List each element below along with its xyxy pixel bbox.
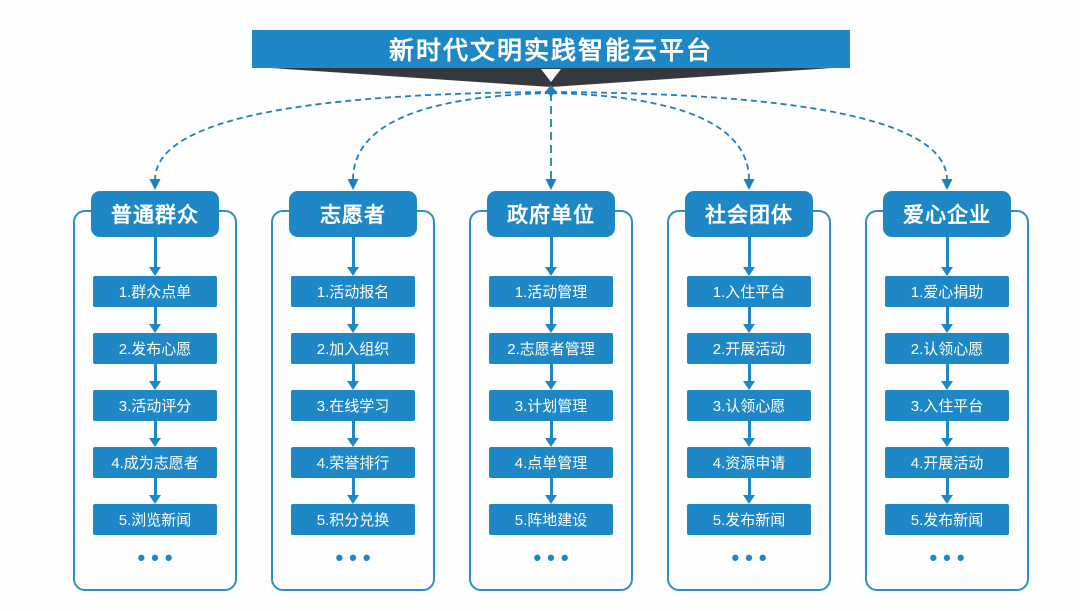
flow-step: 5.阵地建设 — [489, 504, 613, 535]
flow-step: 1.入住平台 — [687, 276, 811, 307]
column-caring-enterprises: 爱心企业 1.爱心捐助 2.认领心愿 3.入住平台 4.开展活动 5.发布新闻 … — [865, 191, 1029, 591]
down-arrow-icon — [347, 237, 359, 276]
arrowhead-icon — [149, 179, 161, 190]
ellipsis: ••• — [731, 545, 773, 570]
connector-dashed-arrow — [154, 91, 552, 181]
down-arrow-icon — [743, 478, 755, 504]
column-volunteers: 志愿者 1.活动报名 2.加入组织 3.在线学习 4.荣誉排行 5.积分兑换 •… — [271, 191, 435, 591]
column-ordinary-people: 普通群众 1.群众点单 2.发布心愿 3.活动评分 4.成为志愿者 5.浏览新闻… — [73, 191, 237, 591]
down-arrow-icon — [347, 478, 359, 504]
connector-dashed-arrow — [550, 91, 948, 181]
column-government-units: 政府单位 1.活动管理 2.志愿者管理 3.计划管理 4.点单管理 5.阵地建设… — [469, 191, 633, 591]
column-header: 政府单位 — [487, 191, 615, 237]
down-arrow-icon — [545, 478, 557, 504]
down-arrow-icon — [743, 364, 755, 390]
down-arrow-icon — [545, 364, 557, 390]
down-arrow-icon — [149, 307, 161, 333]
connector-dashed-arrow — [550, 92, 750, 181]
flow-step: 4.点单管理 — [489, 447, 613, 478]
down-arrow-icon — [149, 237, 161, 276]
flow-step: 3.认领心愿 — [687, 390, 811, 421]
flow-step: 3.在线学习 — [291, 390, 415, 421]
column-social-organizations: 社会团体 1.入住平台 2.开展活动 3.认领心愿 4.资源申请 5.发布新闻 … — [667, 191, 831, 591]
down-arrow-icon — [743, 237, 755, 276]
flow-step: 4.成为志愿者 — [93, 447, 217, 478]
arrowhead-icon — [743, 179, 755, 190]
flow-step: 1.群众点单 — [93, 276, 217, 307]
down-arrow-icon — [941, 421, 953, 447]
flow-step: 2.开展活动 — [687, 333, 811, 364]
flow-step: 5.发布新闻 — [687, 504, 811, 535]
flow-step: 1.活动管理 — [489, 276, 613, 307]
flow-step: 2.加入组织 — [291, 333, 415, 364]
down-arrow-icon — [743, 307, 755, 333]
ellipsis: ••• — [929, 545, 971, 570]
column-header: 爱心企业 — [883, 191, 1011, 237]
connector-dashed-arrow — [352, 92, 552, 181]
ellipsis: ••• — [137, 545, 179, 570]
flow-step: 3.入住平台 — [885, 390, 1009, 421]
flow-step: 4.开展活动 — [885, 447, 1009, 478]
flow-step: 3.活动评分 — [93, 390, 217, 421]
down-arrow-icon — [149, 421, 161, 447]
flow-step: 1.活动报名 — [291, 276, 415, 307]
down-arrow-icon — [149, 478, 161, 504]
flow-step: 2.认领心愿 — [885, 333, 1009, 364]
down-arrow-icon — [941, 478, 953, 504]
column-header: 志愿者 — [289, 191, 417, 237]
flow-step: 3.计划管理 — [489, 390, 613, 421]
down-arrow-icon — [149, 364, 161, 390]
ribbon-down-arrow-icon — [541, 69, 561, 82]
column-header: 社会团体 — [685, 191, 813, 237]
down-arrow-icon — [941, 364, 953, 390]
flow-step: 2.发布心愿 — [93, 333, 217, 364]
arrowhead-icon — [347, 179, 359, 190]
down-arrow-icon — [545, 237, 557, 276]
down-arrow-icon — [545, 307, 557, 333]
down-arrow-icon — [347, 307, 359, 333]
arrowhead-icon — [545, 179, 557, 190]
flow-step: 4.荣誉排行 — [291, 447, 415, 478]
flow-step: 5.浏览新闻 — [93, 504, 217, 535]
flow-step: 5.发布新闻 — [885, 504, 1009, 535]
column-header: 普通群众 — [91, 191, 219, 237]
down-arrow-icon — [941, 307, 953, 333]
hub-point — [546, 85, 556, 97]
arrowhead-icon — [941, 179, 953, 190]
down-arrow-icon — [347, 364, 359, 390]
flow-step: 1.爱心捐助 — [885, 276, 1009, 307]
flow-step: 5.积分兑换 — [291, 504, 415, 535]
down-arrow-icon — [743, 421, 755, 447]
flow-step: 4.资源申请 — [687, 447, 811, 478]
platform-title-banner: 新时代文明实践智能云平台 — [252, 30, 850, 68]
down-arrow-icon — [941, 237, 953, 276]
flow-step: 2.志愿者管理 — [489, 333, 613, 364]
ellipsis: ••• — [335, 545, 377, 570]
ellipsis: ••• — [533, 545, 575, 570]
down-arrow-icon — [347, 421, 359, 447]
down-arrow-icon — [545, 421, 557, 447]
